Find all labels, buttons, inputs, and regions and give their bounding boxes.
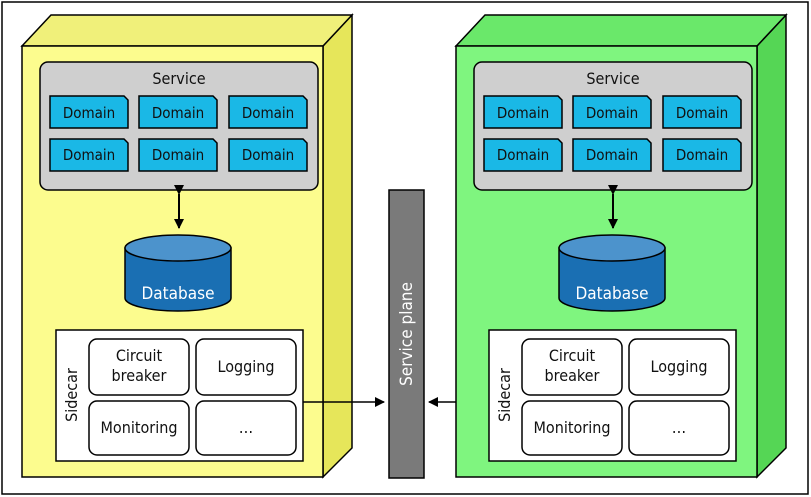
- right-sidecar-item: Circuit breaker: [521, 338, 623, 396]
- right-domain-label: Domain: [497, 104, 549, 122]
- right-domain-box: Domain: [572, 95, 652, 129]
- right-domain-box: Domain: [483, 95, 563, 129]
- left-domain-label: Domain: [152, 146, 204, 164]
- left-sidecar-item: Monitoring: [88, 400, 190, 456]
- left-monitoring-label: Monitoring: [101, 418, 178, 437]
- left-domain-box: Domain: [138, 95, 218, 129]
- right-circuit-breaker-line1: Circuit: [549, 346, 596, 365]
- left-logging-label: Logging: [217, 357, 274, 376]
- right-domain-grid: Domain Domain Domain Domain Domain Domai…: [483, 95, 742, 172]
- right-domain-box: Domain: [662, 95, 742, 129]
- left-sidecar-item: …: [195, 400, 297, 456]
- right-domain-label: Domain: [676, 146, 728, 164]
- left-service-title: Service: [152, 69, 205, 88]
- left-domain-label: Domain: [152, 104, 204, 122]
- right-service-title: Service: [586, 69, 639, 88]
- left-circuit-breaker-line2: breaker: [112, 366, 167, 385]
- left-database-label: Database: [142, 284, 215, 304]
- right-monitoring-label: Monitoring: [534, 418, 611, 437]
- service-plane: Service plane: [388, 189, 425, 479]
- left-container-top: [20, 14, 354, 47]
- left-domain-box: Domain: [138, 138, 218, 172]
- left-database: Database: [124, 234, 232, 312]
- left-domain-label: Domain: [242, 146, 294, 164]
- left-domain-box: Domain: [228, 138, 308, 172]
- left-container: Service Domain Domain Domain Domain Doma…: [20, 13, 354, 479]
- right-domain-box: Domain: [662, 138, 742, 172]
- service-plane-bar: [388, 189, 425, 479]
- service-plane-label: Service plane: [397, 282, 417, 386]
- right-container-top: [454, 14, 788, 47]
- left-circuit-breaker-line1: Circuit: [116, 346, 163, 365]
- right-sidecar-item: Logging: [628, 338, 730, 396]
- left-domain-box: Domain: [49, 95, 129, 129]
- left-domain-grid: Domain Domain Domain Domain Domain Domai…: [49, 95, 308, 172]
- right-container-side: [756, 13, 787, 479]
- right-domain-label: Domain: [676, 104, 728, 122]
- left-domain-label: Domain: [242, 104, 294, 122]
- right-domain-box: Domain: [483, 138, 563, 172]
- left-sidecar-label: Sidecar: [62, 368, 81, 422]
- right-container: Service Domain Domain Domain Domain Doma…: [454, 13, 788, 479]
- right-sidecar-label: Sidecar: [495, 368, 514, 422]
- right-sidecar-item: Monitoring: [521, 400, 623, 456]
- right-logging-label: Logging: [650, 357, 707, 376]
- right-domain-label: Domain: [586, 104, 638, 122]
- left-sidecar-item: Circuit breaker: [88, 338, 190, 396]
- left-container-side: [322, 13, 353, 479]
- right-database-label: Database: [576, 284, 649, 304]
- right-domain-label: Domain: [586, 146, 638, 164]
- right-database: Database: [558, 234, 666, 312]
- left-domain-box: Domain: [49, 138, 129, 172]
- right-ellipsis-label: …: [672, 418, 686, 437]
- right-domain-box: Domain: [572, 138, 652, 172]
- left-domain-box: Domain: [228, 95, 308, 129]
- left-sidecar-item: Logging: [195, 338, 297, 396]
- left-domain-label: Domain: [63, 146, 115, 164]
- left-ellipsis-label: …: [239, 418, 253, 437]
- right-domain-label: Domain: [497, 146, 549, 164]
- right-sidecar-item: …: [628, 400, 730, 456]
- left-domain-label: Domain: [63, 104, 115, 122]
- right-circuit-breaker-line2: breaker: [545, 366, 600, 385]
